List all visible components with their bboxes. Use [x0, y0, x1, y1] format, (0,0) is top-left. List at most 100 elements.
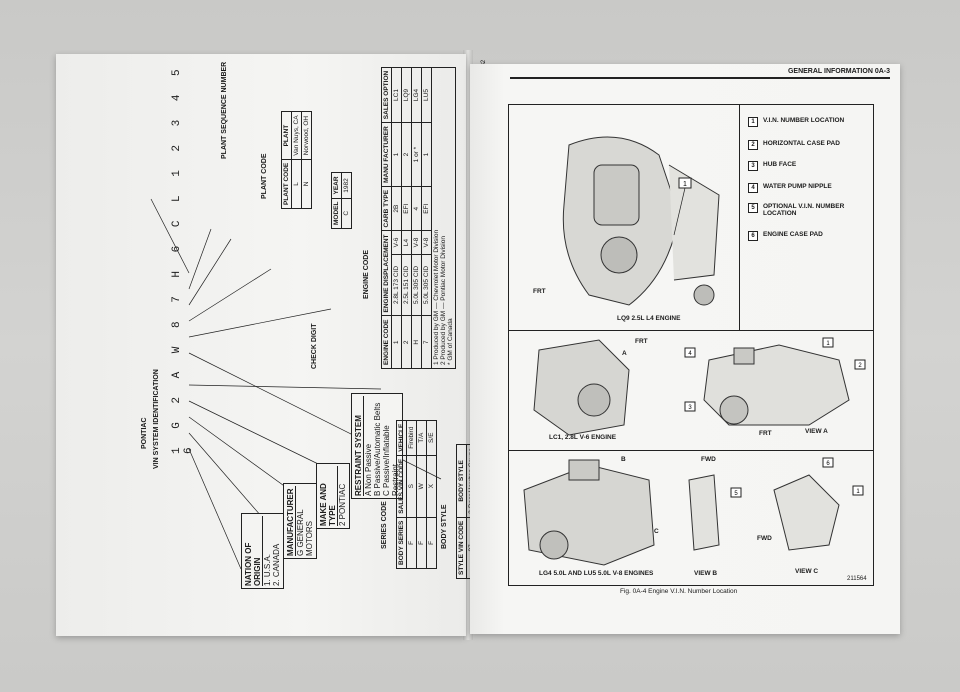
series-cell: X	[426, 455, 437, 518]
legend-number: 3	[748, 161, 758, 171]
engine-cell: 2.8L 173 CID	[391, 254, 402, 316]
svg-text:6: 6	[826, 461, 830, 467]
engine-note: 2 Produced by GM — Pontiac Motor Divisio…	[440, 236, 447, 365]
svg-text:4: 4	[688, 351, 692, 357]
lg4-caption: LG4 5.0L AND LU5 5.0L V-8 ENGINES	[539, 570, 654, 577]
legend-text: HUB FACE	[763, 161, 797, 168]
engine-cell: 1 or *	[411, 122, 422, 187]
plant-cell: Norwood, OH	[301, 111, 312, 160]
page-header: GENERAL INFORMATION 0A-3	[510, 68, 890, 79]
engine-header: CARB TYPE	[381, 186, 392, 231]
vin-diagram: PONTIAC VIN SYSTEM IDENTIFICATION 1 G 2 …	[111, 39, 491, 599]
plant-cell: L	[291, 159, 302, 209]
engine-header: ENGINE DISPLACEMENT	[381, 230, 392, 316]
engine-cell: V-8	[421, 230, 432, 255]
view-c-caption: VIEW C	[795, 568, 819, 575]
engine-cell: 2.5L 151 CID	[401, 254, 412, 316]
series-cell: Firebird	[406, 420, 417, 456]
engine-header: SALES OPTION	[381, 67, 392, 123]
series-header: VEHICLE	[396, 420, 407, 456]
svg-text:2: 2	[858, 363, 862, 369]
model-year-header: YEAR	[331, 172, 342, 199]
manufacturer-item: G GENERAL MOTORS	[296, 509, 314, 556]
svg-text:1: 1	[856, 489, 860, 495]
series-cell: F	[406, 517, 417, 569]
book-spine	[463, 50, 473, 640]
engine-cell: 5.0L 305 CID	[421, 254, 432, 316]
nation-of-origin-box: NATION OF ORIGIN 1. U.S.A. 2. CANADA	[241, 513, 284, 589]
engine-cell: 2	[401, 315, 412, 369]
model-year-cell: C	[341, 198, 352, 229]
engine-cell: LU5	[421, 67, 432, 123]
make-type-box: MAKE AND TYPE 2 PONTIAC	[316, 463, 350, 529]
legend-text: ENGINE CASE PAD	[763, 231, 823, 238]
body-header: BODY STYLE	[456, 444, 467, 518]
engine-cell: EFI	[421, 186, 432, 231]
series-cell: F	[416, 517, 427, 569]
plant-header: PLANT CODE	[281, 159, 292, 209]
frt-arrow-label: FRT	[635, 338, 648, 345]
plant-cell: Van Nuys, CA	[291, 111, 302, 160]
legend-number: 4	[748, 183, 758, 193]
engine-header: ENGINE CODE	[381, 315, 392, 369]
model-year-header: MODEL	[331, 198, 342, 229]
panel-lc1: 4 3 1 2 FRT A FRT LC1, 2.8L V-6 ENGINE V…	[509, 330, 873, 451]
body-header: STYLE VIN CODE	[456, 517, 467, 579]
frt-arrow-label: FRT	[759, 430, 772, 437]
engine-cell: EFI	[401, 186, 412, 231]
nation-title: NATION OF ORIGIN	[244, 516, 263, 586]
nation-item: 1. U.S.A.	[263, 553, 272, 586]
series-code-label: SERIES CODE	[381, 501, 388, 549]
svg-text:1: 1	[826, 341, 830, 347]
plant-sequence-label: PLANT SEQUENCE NUMBER	[221, 61, 228, 159]
series-cell: T/A	[416, 420, 427, 456]
frt-arrow-label: FRT	[533, 288, 546, 295]
engine-cell: 5.0L 305 CID	[411, 254, 422, 316]
restraint-item: B Passive/Automatic Belts	[373, 402, 382, 496]
legend-text: HORIZONTAL CASE PAD	[763, 140, 840, 147]
engine-cell: V-8	[411, 230, 422, 255]
manufacturer-title: MANUFACTURER	[286, 486, 296, 556]
legend-number: 2	[748, 140, 758, 150]
manufacturer-box: MANUFACTURER G GENERAL MOTORS	[283, 483, 317, 559]
svg-text:5: 5	[734, 491, 738, 497]
plant-header: PLANT	[281, 111, 292, 160]
lq9-caption: LQ9 2.5L L4 ENGINE	[617, 315, 681, 322]
legend-item: 4 WATER PUMP NIPPLE	[748, 183, 868, 193]
series-header: SALES VIN CODE	[396, 455, 407, 518]
model-year-cell: 1982	[341, 172, 352, 199]
lg4-views-illustration: 5 6 1	[523, 457, 864, 566]
legend-text: WATER PUMP NIPPLE	[763, 183, 832, 190]
series-cell: S	[406, 455, 417, 518]
b-arrow-label: B	[621, 456, 626, 463]
series-cell: F	[426, 517, 437, 569]
lq9-engine-illustration: 1	[562, 136, 720, 306]
engine-table: ENGINE CODE ENGINE DISPLACEMENT CARB TYP…	[381, 67, 456, 369]
restraint-item: A Non Passive	[364, 443, 373, 496]
legend-item: 3 HUB FACE	[748, 161, 868, 171]
figure-caption: Fig. 0A-4 Engine V.I.N. Number Location	[620, 588, 738, 595]
left-page: PONTIAC VIN SYSTEM IDENTIFICATION 1 G 2 …	[56, 54, 487, 636]
engine-cell: 2	[401, 122, 412, 187]
legend-number: 1	[748, 117, 758, 127]
plant-cell: N	[301, 159, 312, 209]
engine-cell: 2B	[391, 186, 402, 231]
series-cell: S/E	[426, 420, 437, 456]
engine-cell: 1	[391, 122, 402, 187]
engine-note: * GM of Canada	[447, 318, 454, 365]
view-a-caption: VIEW A	[805, 428, 828, 435]
engine-cell: 1	[391, 315, 402, 369]
check-digit-label: CHECK DIGIT	[311, 323, 318, 370]
make-item: 2 PONTIAC	[338, 483, 347, 526]
engine-cell: V-6	[391, 230, 402, 255]
c-arrow-label: C	[654, 528, 659, 535]
right-page: GENERAL INFORMATION 0A-3 1 FRT LQ9 2.5L …	[470, 64, 900, 634]
make-title: MAKE AND TYPE	[319, 466, 338, 526]
